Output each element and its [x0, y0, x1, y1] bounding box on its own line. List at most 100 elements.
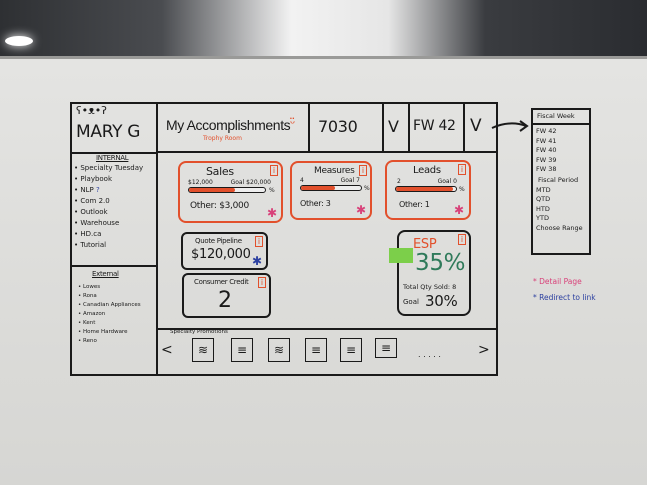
- week-dropdown-chevron-icon[interactable]: V: [470, 116, 482, 136]
- sidebar-link[interactable]: • Amazon: [78, 311, 106, 317]
- asterisk-icon: *: [533, 277, 537, 286]
- card-title: Leads: [413, 165, 441, 176]
- credit-value: 2: [218, 288, 232, 313]
- sidebar-link[interactable]: • Specialty Tuesday: [74, 164, 144, 172]
- detail-page-asterisk-icon: ✱: [355, 203, 366, 217]
- dropdown-option[interactable]: FW 39: [536, 155, 557, 164]
- info-icon[interactable]: i: [359, 165, 367, 176]
- sidebar-link[interactable]: • NLP ?: [74, 186, 100, 194]
- dropdown-option[interactable]: HTD: [536, 204, 550, 213]
- sidebar-link[interactable]: • Home Hardware: [78, 329, 128, 335]
- promotion-thumbnail[interactable]: ≡: [340, 338, 362, 362]
- dropdown-option[interactable]: QTD: [536, 195, 551, 203]
- total-qty-sold: Total Qty Sold: 8: [403, 283, 457, 291]
- promotion-thumbnail[interactable]: ≡: [375, 338, 397, 358]
- info-icon[interactable]: i: [258, 277, 266, 288]
- other-value: Other: $3,000: [190, 201, 249, 211]
- dropdown-group-title: Fiscal Period: [538, 175, 579, 184]
- promotion-thumbnail[interactable]: ≋: [268, 338, 290, 362]
- page-subtitle: Trophy Room: [203, 135, 242, 142]
- info-icon[interactable]: i: [458, 234, 466, 245]
- dropdown-option[interactable]: Choose Range: [536, 223, 583, 232]
- measures-card[interactable]: i Measures 4 Goal 7 % Other: 3 ✱: [290, 161, 372, 220]
- progress-fill: [301, 186, 336, 190]
- progress-bar: [395, 186, 457, 192]
- fiscal-week-selector[interactable]: FW 42: [413, 118, 456, 134]
- dropdown-option[interactable]: FW 42: [536, 127, 557, 135]
- internal-title: INTERNAL: [96, 154, 129, 162]
- percent-label: %: [269, 187, 275, 194]
- info-icon[interactable]: i: [270, 165, 278, 176]
- store-cell: [308, 102, 384, 153]
- sidebar-link[interactable]: • Lowes: [78, 284, 101, 290]
- percent-label: %: [459, 186, 465, 193]
- other-value: Other: 3: [300, 199, 331, 208]
- dropdown-option[interactable]: MTD: [536, 185, 551, 194]
- sidebar-link[interactable]: • Reno: [78, 338, 97, 344]
- promotions-title: Specialty Promotions: [170, 329, 228, 335]
- bar-start: $12,000: [188, 179, 213, 186]
- sales-card[interactable]: i Sales $12,000 Goal $20,000 % Other: $3…: [178, 161, 283, 223]
- card-title: ESP: [413, 237, 437, 252]
- bear-face-icon: ʕ•ᴥ•ʔ: [76, 104, 107, 117]
- arrow-icon: [491, 120, 529, 132]
- dropdown-option[interactable]: FW 38: [536, 165, 557, 173]
- card-title: Quote Pipeline: [195, 237, 242, 245]
- other-value: Other: 1: [399, 200, 430, 209]
- legend-label: Redirect to link: [539, 293, 596, 302]
- promotion-thumbnail[interactable]: ≡: [305, 338, 327, 362]
- sidebar-link[interactable]: • Kent: [78, 320, 96, 326]
- internal-section: [70, 152, 158, 267]
- sidebar-link[interactable]: • Tutorial: [74, 241, 107, 249]
- dropdown-title: Fiscal Week: [537, 112, 575, 120]
- store-number[interactable]: 7030: [318, 117, 358, 136]
- carousel-next-button[interactable]: >: [478, 342, 490, 358]
- sidebar-link[interactable]: • Outlook: [74, 208, 108, 216]
- promotion-thumbnail[interactable]: ≋: [192, 338, 214, 362]
- esp-value: 35%: [415, 250, 466, 276]
- asterisk-icon: *: [533, 293, 537, 302]
- legend-redirect-link: * Redirect to link: [533, 293, 596, 302]
- external-title: External: [92, 270, 119, 278]
- dropdown-option[interactable]: YTD: [536, 214, 549, 222]
- card-title: Measures: [314, 166, 355, 176]
- bar-start: 4: [300, 177, 304, 184]
- store-dropdown-chevron-icon[interactable]: V: [388, 117, 399, 136]
- percent-label: %: [364, 185, 370, 192]
- quote-pipeline-card[interactable]: i Quote Pipeline $120,000 ✱: [181, 232, 268, 270]
- consumer-credit-card[interactable]: i Consumer Credit 2: [182, 273, 271, 318]
- carousel-prev-button[interactable]: <: [161, 342, 173, 358]
- dropdown-option[interactable]: FW 40: [536, 146, 557, 154]
- detail-page-asterisk-icon: ✱: [266, 206, 277, 220]
- ceiling: [0, 0, 647, 58]
- promotion-thumbnail[interactable]: ≡: [231, 338, 253, 362]
- internal-links: • Specialty Tuesday • Playbook • NLP ? •…: [74, 163, 143, 251]
- dropdown-option[interactable]: FW 41: [536, 136, 557, 145]
- sidebar-link[interactable]: • Rona: [78, 293, 97, 299]
- esp-card[interactable]: i ESP 35% Total Qty Sold: 8 Goal 30%: [397, 230, 471, 316]
- info-icon[interactable]: i: [255, 236, 263, 247]
- sidebar-link[interactable]: • Playbook: [74, 175, 113, 183]
- smiley-icon: ᵕ̈: [290, 117, 296, 132]
- more-indicator: . . . . .: [418, 350, 441, 359]
- dropdown-header: [531, 108, 591, 125]
- user-name: MARY G: [76, 122, 141, 142]
- bar-goal: Goal $20,000: [230, 179, 271, 186]
- bar-goal: Goal 0: [437, 178, 457, 185]
- card-title: Consumer Credit: [194, 278, 249, 286]
- sidebar-link[interactable]: • Warehouse: [74, 219, 120, 227]
- progress-bar: [188, 187, 266, 193]
- legend-detail-page: * Detail Page: [533, 277, 582, 286]
- whiteboard: [0, 56, 647, 485]
- ceiling-light: [5, 36, 33, 46]
- leads-card[interactable]: i Leads 2 Goal 0 % Other: 1 ✱: [385, 160, 471, 220]
- sidebar-link[interactable]: • Canadian Appliances: [78, 302, 141, 308]
- redirect-link-asterisk-icon: ✱: [251, 254, 262, 268]
- sidebar-link[interactable]: • HD.ca: [74, 230, 102, 238]
- detail-page-asterisk-icon: ✱: [453, 203, 464, 217]
- legend-label: Detail Page: [539, 277, 582, 286]
- info-icon[interactable]: i: [458, 164, 466, 175]
- week-cell: [408, 102, 465, 153]
- sidebar-link[interactable]: • Com 2.0: [74, 197, 110, 205]
- goal-value: 30%: [425, 292, 458, 310]
